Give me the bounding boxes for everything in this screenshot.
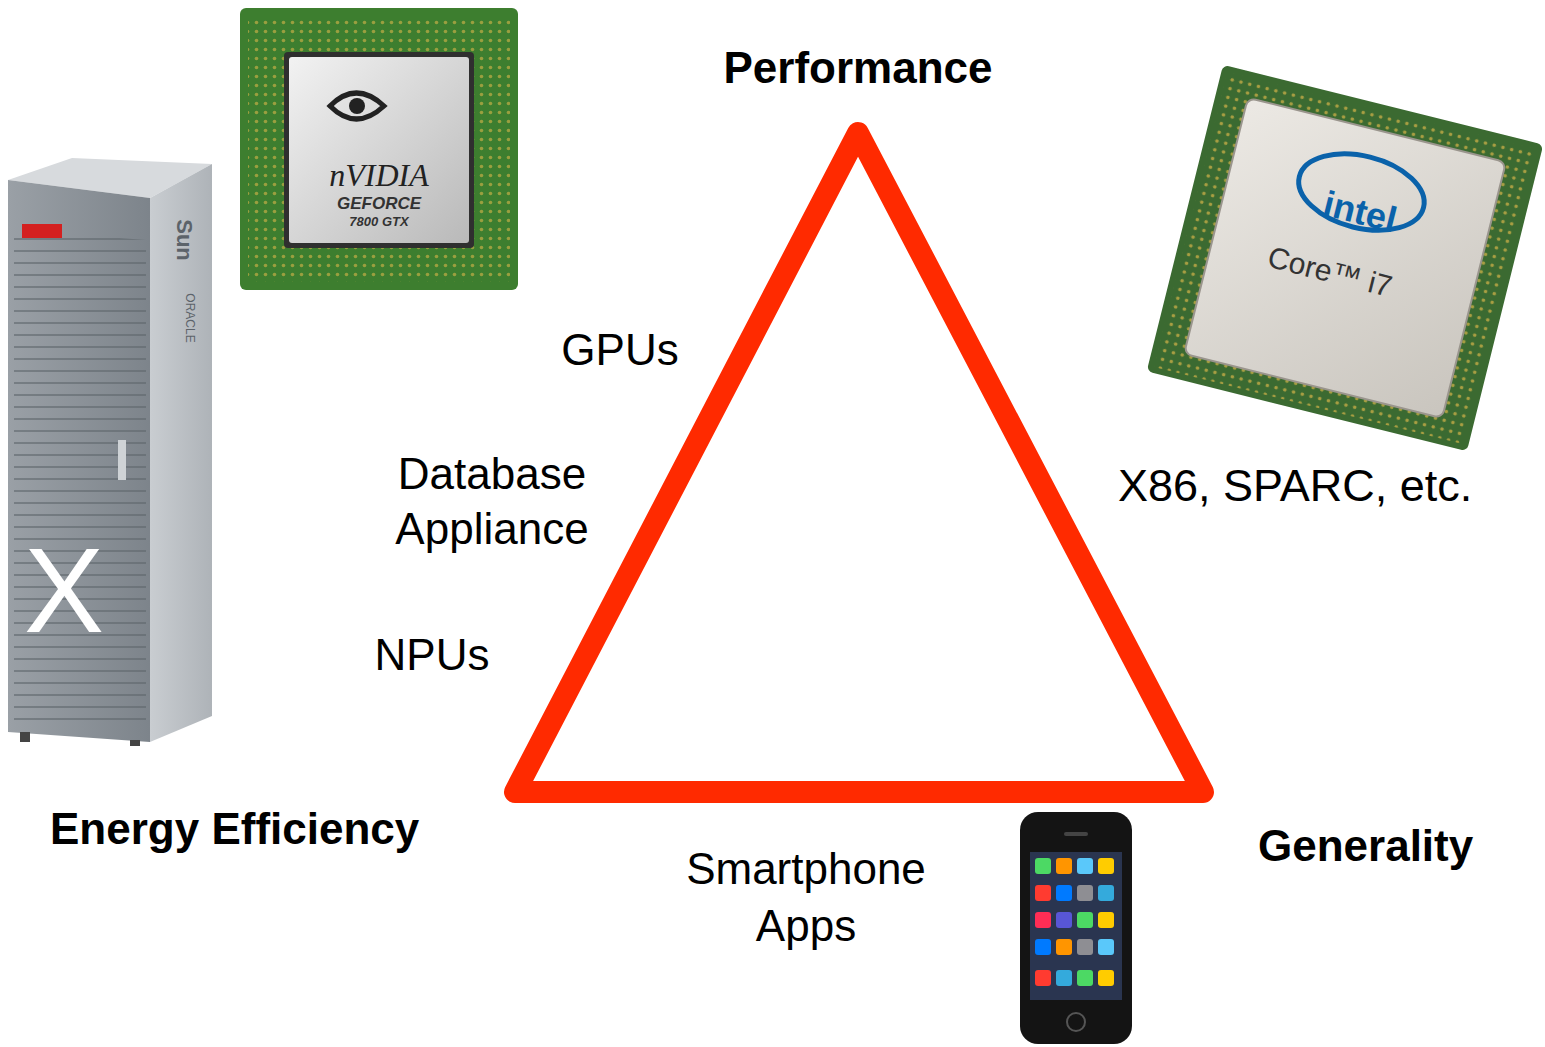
app-icon [1035,858,1051,874]
gpu-board [240,8,518,290]
app-icon [1098,885,1114,901]
rack-side [150,164,212,742]
app-icon [1056,939,1072,955]
rack-foot [130,740,140,746]
phone-screen [1030,852,1122,1000]
app-icon [1035,912,1051,928]
cpu-board [1147,65,1544,451]
app-icon [1098,939,1114,955]
gpu-die [289,57,469,243]
smartphone [1020,812,1132,1044]
home-button [1067,1013,1085,1031]
app-icon [1056,858,1072,874]
server-rack [8,158,212,746]
app-icon [1056,970,1072,986]
cpu-lid [1184,98,1506,419]
rack-model: X [24,530,104,650]
app-icon [1098,970,1114,986]
vertex-label: Performance [650,42,1066,95]
rack-logo: Sun [173,219,195,261]
phone-speaker [1064,832,1088,836]
rack-front [8,180,150,742]
app-icon [1077,858,1093,874]
side-label: NPUs [322,629,542,682]
tradeoff-triangle [515,133,1203,792]
app-icon [1035,885,1051,901]
rack-badge [22,224,62,238]
nvidia-logo [349,98,365,114]
rack-handle [118,440,126,480]
app-icon [1077,912,1093,928]
app-icon [1035,970,1051,986]
chip-model: GEFORCE [337,195,421,212]
app-icon [1098,912,1114,928]
rack-logo: ORACLE [184,293,196,342]
side-label: Smartphone Apps [641,840,971,954]
app-icon [1035,939,1051,955]
app-icon [1098,858,1114,874]
app-icon [1056,912,1072,928]
cpu-pins [1154,72,1536,444]
app-icon [1077,885,1093,901]
app-icons [1035,858,1114,986]
app-icon [1056,885,1072,901]
intel-oval [1291,142,1433,243]
chip-model: 7800 GTX [349,215,408,228]
side-label: GPUs [500,324,740,377]
rack-vents [14,230,146,730]
gpu-pins [248,16,510,282]
gpu-chip [240,8,518,290]
app-icon [1077,939,1093,955]
cpu-chip [1147,65,1544,451]
chip-logo: nVIDIA [329,159,429,191]
app-icon [1077,970,1093,986]
gpu-frame [284,52,474,248]
side-label: Database Appliance [352,446,632,556]
side-label: X86, SPARC, etc. [1118,459,1472,513]
vertex-label: Energy Efficiency [50,803,419,856]
nvidia-logo [330,93,384,119]
phone-body [1020,812,1132,1044]
rack-foot [20,732,30,742]
vertex-label: Generality [1258,820,1473,873]
